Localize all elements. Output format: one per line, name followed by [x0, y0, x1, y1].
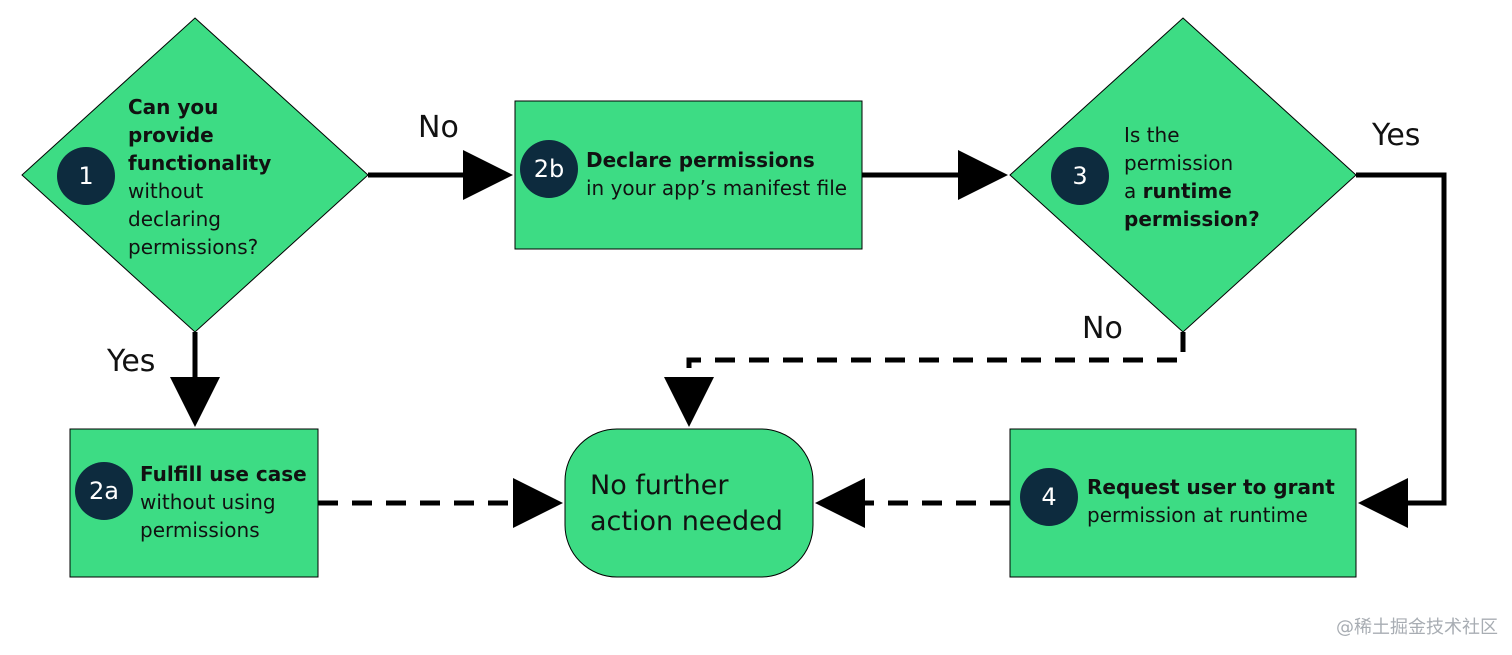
- end-line-2: action needed: [590, 506, 783, 537]
- step2b-regular: in your app’s manifest file: [586, 176, 848, 200]
- step1-line-5: declaring: [128, 207, 221, 231]
- step3-text: Is the permission a runtime permission?: [1124, 121, 1260, 233]
- step2a-badge: 2a: [75, 462, 133, 520]
- step4-badge: 4: [1020, 468, 1078, 526]
- step3-line-1: Is the: [1124, 123, 1180, 147]
- step4-regular: permission at runtime: [1087, 503, 1308, 527]
- step2b-bold: Declare permissions: [586, 148, 815, 172]
- step3-line-3: a runtime: [1124, 177, 1260, 205]
- step1-bold-line-2: provide: [128, 123, 214, 147]
- edge-label-step1-yes: Yes: [107, 344, 156, 379]
- step1-line-6: permissions?: [128, 235, 259, 259]
- end-line-1: No further: [590, 470, 729, 501]
- edge-label-step3-yes: Yes: [1372, 118, 1421, 153]
- step1-bold-line-1: Can you: [128, 95, 219, 119]
- step2b-badge: 2b: [520, 140, 578, 198]
- edge-step3-to-step4: [1356, 172, 1447, 528]
- step3-badge: 3: [1051, 147, 1109, 205]
- step2a-line-3: permissions: [140, 518, 260, 542]
- step4-text: Request user to grant permission at runt…: [1087, 473, 1335, 529]
- edge-label-step1-no: No: [418, 110, 459, 145]
- step3-line-3-bold: runtime: [1142, 179, 1232, 203]
- step1-badge: 1: [57, 147, 115, 205]
- watermark: @稀土掘金技术社区: [1336, 617, 1498, 638]
- step1-text: Can you provide functionality without de…: [128, 93, 271, 261]
- step3-line-4: permission?: [1124, 207, 1260, 231]
- edge-label-step3-no: No: [1082, 311, 1123, 346]
- edge-step3-to-end: [664, 332, 1186, 427]
- step2a-bold: Fulfill use case: [140, 462, 307, 486]
- end-terminal: [564, 428, 814, 578]
- step2a-line-2: without using: [140, 490, 276, 514]
- step1-bold-line-3: functionality: [128, 151, 272, 175]
- step2b-text: Declare permissions in your app’s manife…: [586, 146, 847, 202]
- step3-line-3-a: a: [1124, 179, 1137, 203]
- step4-bold: Request user to grant: [1087, 475, 1335, 499]
- end-text: No further action needed: [590, 468, 783, 540]
- step2a-text: Fulfill use case without using permissio…: [140, 460, 307, 544]
- step1-line-4: without: [128, 179, 204, 203]
- step3-line-2: permission: [1124, 151, 1234, 175]
